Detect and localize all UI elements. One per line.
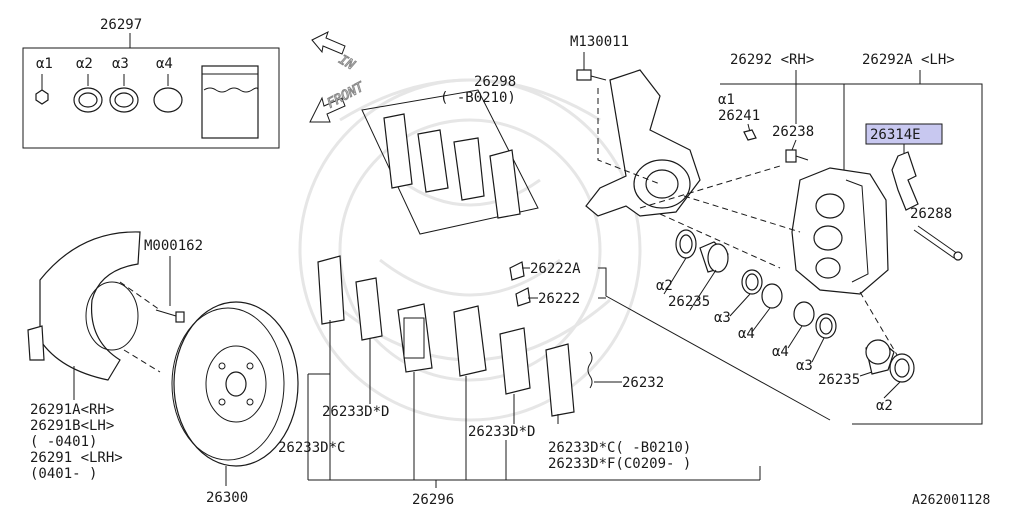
shim-plate-icon (509, 261, 525, 281)
pad-set-top-group: 26298 ( -B0210) (361, 74, 539, 235)
label-26314E[interactable]: 26314E (870, 127, 921, 143)
label-left-a3: α3 (714, 310, 731, 326)
shield-bolt-icon (155, 309, 185, 323)
brake-pad-icon (355, 277, 383, 341)
piston-seal-icon (793, 301, 815, 327)
label-shim-c-right: 26233D*C( -B0210) (548, 440, 691, 456)
label-right-a4: α4 (772, 344, 789, 360)
label-right-a3: α3 (796, 358, 813, 374)
piston-seal-icon (741, 269, 763, 295)
label-piston-left: 26235 (668, 294, 710, 310)
label-shield-1: 26291A<RH> (30, 402, 114, 418)
label-M000162: M000162 (144, 238, 203, 254)
seal-ring-icon (73, 74, 103, 113)
shim-plate-icon (545, 343, 575, 417)
label-26298: 26298 (474, 74, 516, 90)
label-shim-d-left: 26233D*D (322, 404, 389, 420)
seal-ring-icon (109, 74, 139, 113)
label-shim-f-right: 26233D*F(C0209- ) (548, 456, 691, 472)
label-26241: 26241 (718, 108, 760, 124)
rotor-group: 26300 (171, 301, 299, 506)
label-caliper-a1: α1 (718, 92, 735, 108)
label-dir-in: IN (336, 52, 357, 73)
label-piston-right: 26235 (818, 372, 860, 388)
shim-group: 26222A 26222 (509, 261, 831, 421)
label-26222A: 26222A (530, 261, 581, 277)
pad-set-bottom-group: 26232 26233D*D 26233D*C 26233D*D 26233D*… (278, 255, 761, 508)
label-shield-5: (0401- ) (30, 466, 97, 482)
brake-pad-icon (397, 303, 433, 373)
knuckle-group: M130011 (570, 34, 701, 217)
seal-ring-icon (153, 74, 183, 113)
label-26298-range: ( -B0210) (440, 90, 516, 106)
label-right-a2: α2 (876, 398, 893, 414)
label-26222: 26222 (538, 291, 580, 307)
grease-pouch-icon (201, 65, 259, 139)
label-26288: 26288 (910, 206, 952, 222)
label-26297: 26297 (100, 17, 142, 33)
dust-seal-icon (675, 229, 697, 259)
shim-plate-icon (515, 287, 531, 307)
direction-front-arrow: FRONT (309, 79, 368, 123)
label-left-a2: α2 (656, 278, 673, 294)
label-left-a4: α4 (738, 326, 755, 342)
label-shield-3: ( -0401) (30, 434, 97, 450)
label-kit-a3: α3 (112, 56, 129, 72)
brake-pad-icon (453, 305, 487, 377)
brake-pad-icon (499, 327, 531, 395)
shim-plate-icon (317, 255, 345, 325)
piston-seal-icon (815, 313, 837, 339)
caliper-group: 26292 <RH> 26292A <LH> α1 26241 26238 2 (639, 52, 983, 425)
label-shim-d-right: 26233D*D (468, 424, 535, 440)
bleeder-screw-icon (785, 139, 809, 163)
label-caliper-rh: 26292 <RH> (730, 52, 814, 68)
piston-icon (865, 339, 895, 375)
label-26300: 26300 (206, 490, 248, 506)
label-26232: 26232 (622, 375, 664, 391)
nut-icon (35, 74, 49, 105)
seal-kit-group: 26297 α1 α2 α3 α4 (22, 17, 280, 149)
label-26296: 26296 (412, 492, 454, 508)
label-shim-c-left: 26233D*C (278, 440, 345, 456)
label-shield-2: 26291B<LH> (30, 418, 114, 434)
piston-seal-icon (761, 283, 783, 309)
piston-icon (699, 241, 729, 273)
pad-clip-icon (891, 151, 919, 211)
label-shield-4: 26291 <LRH> (30, 450, 123, 466)
dust-seal-icon (889, 353, 915, 383)
label-kit-a1: α1 (36, 56, 53, 72)
label-kit-a4: α4 (156, 56, 173, 72)
figure-id: A262001128 (912, 493, 990, 508)
caliper-body-icon (791, 167, 889, 295)
label-kit-a2: α2 (76, 56, 93, 72)
guide-pin-icon (913, 225, 963, 261)
label-M130011: M130011 (570, 34, 629, 50)
label-26238: 26238 (772, 124, 814, 140)
piston-seal-group: α2 26235 α3 α4 α4 α3 26235 α2 (656, 229, 915, 414)
direction-in-arrow: IN (311, 31, 358, 74)
bleeder-cap-icon (743, 129, 757, 141)
dust-shield-group: M000162 26291A<RH> 26291B<LH> ( -0401) 2… (27, 231, 203, 482)
label-caliper-lh: 26292A <LH> (862, 52, 955, 68)
